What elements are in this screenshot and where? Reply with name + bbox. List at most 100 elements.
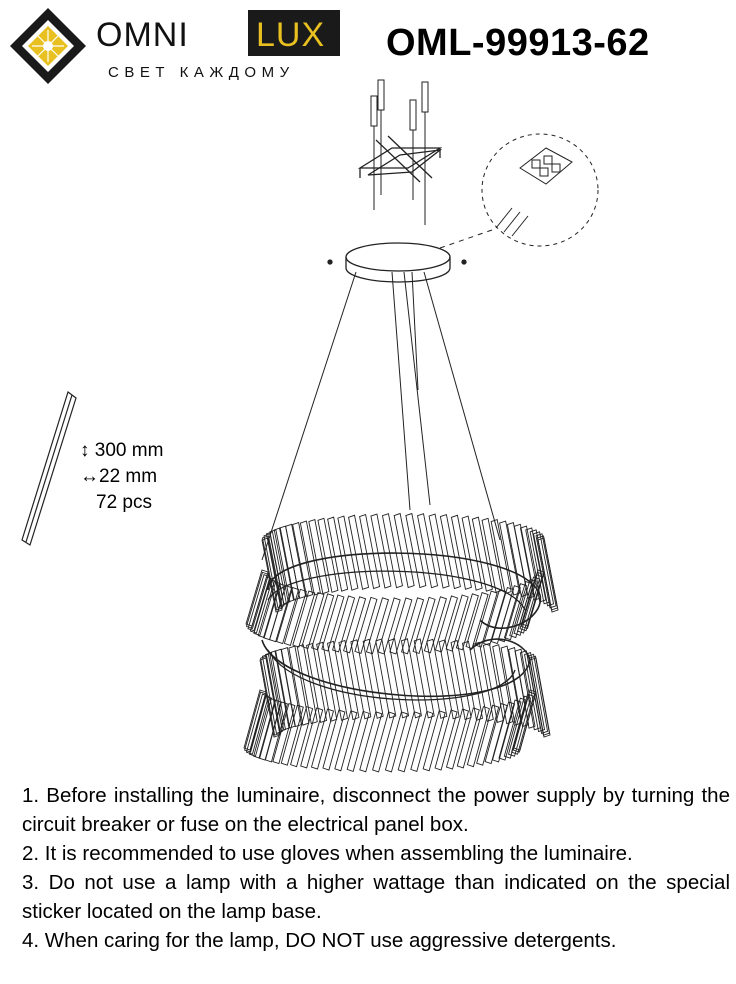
crystal-prism <box>450 514 472 590</box>
brand-tagline: СВЕТ КАЖДОМУ <box>108 64 295 81</box>
crystal-prism <box>343 596 367 654</box>
crystal-prism <box>384 711 408 773</box>
instruction-item: 4. When caring for the lamp, DO NOT use … <box>22 929 617 952</box>
crystal-length: ↕ 300 mm <box>80 440 164 461</box>
crystal-prism <box>354 596 378 654</box>
crystal-prism <box>519 574 543 632</box>
crystal-prism <box>405 512 427 589</box>
suspension-cables <box>261 271 501 561</box>
crystal-prism <box>280 704 304 766</box>
crystal-prism <box>310 708 335 770</box>
crystal-prism <box>524 651 546 733</box>
crystal-dimensions: ↕ 300 mm ↔22 mm 72 pcs <box>80 438 163 516</box>
crystal-quantity: 72 pcs <box>96 492 152 513</box>
crystal-prisms <box>243 512 559 773</box>
crystal-prism <box>334 710 358 772</box>
crystal-prism <box>513 578 537 636</box>
crystal-prism <box>507 695 532 757</box>
crystal-prism <box>445 708 470 770</box>
crystal-prism <box>381 513 403 589</box>
crystal-prism <box>476 704 500 766</box>
crystal-prism <box>533 531 555 607</box>
crystal-prism <box>466 706 490 768</box>
crystal-prism <box>365 597 390 655</box>
crystal-prism <box>248 695 273 757</box>
crystal-prism <box>520 571 545 629</box>
crystal-prism <box>272 703 296 765</box>
crystal-prism <box>306 642 328 724</box>
crystal-prism <box>519 525 541 601</box>
crystal-prism <box>375 638 397 719</box>
crystal-prism <box>331 595 356 653</box>
crystal-prism <box>245 569 269 627</box>
anchor-screws-icon <box>370 79 429 225</box>
mounting-bracket-icon <box>357 135 443 183</box>
crystal-prism <box>492 644 514 725</box>
brand-name-lux: LUX <box>256 16 326 54</box>
crystal-prism <box>337 515 359 591</box>
crystal-prism <box>503 583 528 641</box>
crystal-prism <box>417 513 439 589</box>
crystal-prism <box>253 578 277 636</box>
crystal-prism <box>257 580 281 639</box>
crystal-prism <box>410 710 434 772</box>
crystal-prism <box>434 709 458 771</box>
crystal-prism <box>326 640 349 721</box>
crystal-prism <box>461 640 484 721</box>
crystal-prism <box>423 596 447 654</box>
terminal-block-detail-icon <box>439 133 599 249</box>
crystal-prism <box>527 653 549 734</box>
brand-lux-box <box>248 10 340 56</box>
crystal-prism <box>300 707 324 769</box>
crystal-prism <box>350 639 372 720</box>
crystal-prism <box>397 711 421 773</box>
crystal-prism <box>292 522 314 598</box>
crystal-prism <box>261 537 283 613</box>
crystal-prism <box>372 711 396 773</box>
crystal-prism <box>461 515 483 591</box>
chandelier-assembly-drawing <box>21 79 599 773</box>
crystal-prism <box>296 644 318 725</box>
instruction-item: 3. Do not use a lamp with a higher watta… <box>22 871 730 923</box>
crystal-prism <box>471 516 493 592</box>
crystal-prism-icon <box>21 391 77 546</box>
crystal-prism <box>490 519 512 595</box>
crystal-prism <box>321 594 345 652</box>
crystal-prism <box>474 590 498 648</box>
model-number: OML-99913-62 <box>386 22 650 64</box>
crystal-prism <box>456 707 480 769</box>
crystal-prism <box>389 597 413 655</box>
crystal-prism <box>400 597 425 655</box>
crystal-prism <box>455 593 479 651</box>
crystal-prism <box>465 591 489 650</box>
crystal-prism <box>537 537 559 613</box>
crystal-prism <box>450 639 472 721</box>
crystal-prism <box>317 517 339 593</box>
crystal-prism <box>498 699 522 761</box>
crystal-prism <box>245 571 270 629</box>
crystal-prism <box>490 587 514 645</box>
crystal-prism <box>283 588 307 646</box>
crystal-prism <box>535 533 557 609</box>
crystal-prism <box>308 519 330 595</box>
crystal-prism <box>393 512 415 589</box>
logo-mark-icon <box>10 8 86 84</box>
brand-logo: OMNI LUX СВЕТ КАЖДОМУ <box>8 6 348 86</box>
installation-instructions: 1. Before installing the luminaire, disc… <box>22 781 730 955</box>
crystal-prism <box>499 520 521 596</box>
crystal-prism <box>243 689 267 751</box>
crystal-prism <box>362 638 384 719</box>
ceiling-canopy-icon <box>327 242 467 283</box>
crystal-prism <box>359 513 381 590</box>
crystal-prism <box>262 583 287 641</box>
crystal-prism <box>348 514 370 590</box>
crystal-prism <box>512 691 536 753</box>
crystal-prism <box>261 653 283 734</box>
crystal-prism <box>428 513 450 589</box>
crystal-prism <box>292 590 316 648</box>
crystal-prism <box>290 706 314 768</box>
crystal-width: ↔22 mm <box>80 466 158 487</box>
crystal-prism <box>322 709 346 771</box>
brand-name-omni: OMNI <box>96 16 189 54</box>
crystal-prism <box>422 710 446 772</box>
